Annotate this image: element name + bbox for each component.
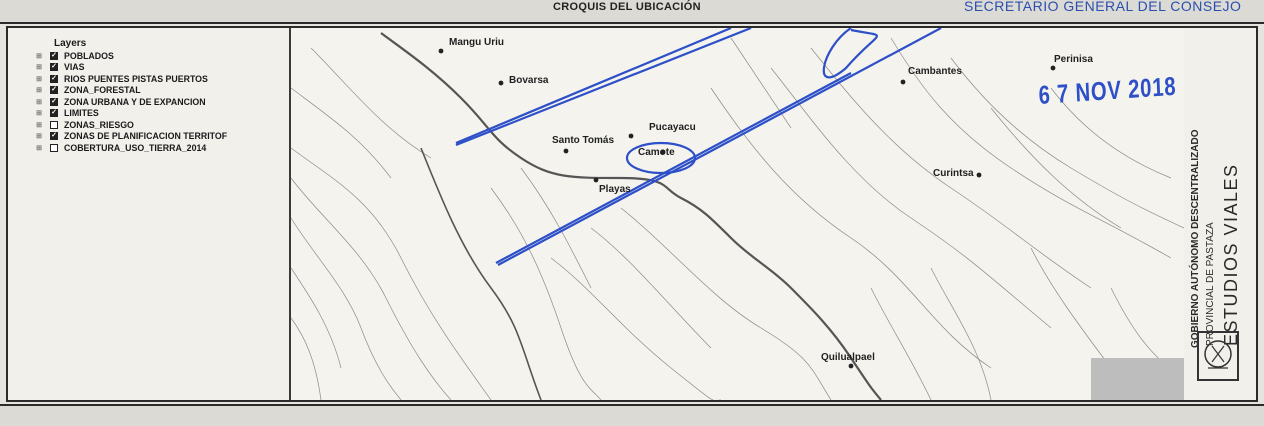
legend-item[interactable]: ⊞ ✓ RIOS PUENTES PISTAS PUERTOS: [34, 73, 290, 85]
layers-legend: Layers ⊞ ✓ POBLADOS ⊞ ✓ VIAS ⊞ ✓ RIOS PUENTES PI…: [34, 38, 290, 154]
legend-item[interactable]: ⊞ ✓ ZONA_FORESTAL: [34, 85, 290, 97]
settlement-markers: [438, 48, 1056, 369]
place-label-perinisa: Perinisa: [1054, 54, 1093, 65]
legend-item[interactable]: ⊞ ✓ VIAS: [34, 62, 290, 74]
expand-icon[interactable]: ⊞: [36, 75, 42, 83]
place-label-camote: Camote: [638, 147, 675, 158]
layer-label: POBLADOS: [64, 50, 114, 61]
place-label-bovarsa: Bovarsa: [509, 75, 549, 86]
seal-emblem: [1197, 331, 1239, 381]
layer-label: VIAS: [64, 62, 85, 73]
legend-item[interactable]: ⊞ COBERTURA_USO_TIERRA_2014: [34, 142, 290, 154]
expand-icon[interactable]: ⊞: [36, 144, 42, 152]
official-stamp: GOBIERNO AUTÓNOMO DESCENTRALIZADO PROVIN…: [1184, 28, 1258, 400]
layer-label: RIOS PUENTES PISTAS PUERTOS: [64, 73, 208, 84]
layer-label: ZONA_FORESTAL: [64, 85, 141, 96]
legend-item[interactable]: ⊞ ✓ LIMITES: [34, 108, 290, 120]
place-label-playas: Playas: [599, 184, 631, 195]
legend-item[interactable]: ⊞ ✓ ZONA URBANA Y DE EXPANCION: [34, 96, 290, 108]
layer-label: ZONA URBANA Y DE EXPANCION: [64, 96, 206, 107]
expand-icon[interactable]: ⊞: [36, 52, 42, 60]
legend-title: Layers: [54, 38, 87, 49]
place-labels: Mangu Uriu Bovarsa Santo Tomás Pucayacu …: [449, 37, 1093, 363]
stamp-line-1: GOBIERNO AUTÓNOMO DESCENTRALIZADO: [1190, 129, 1201, 348]
expand-icon[interactable]: ⊞: [36, 64, 42, 72]
legend-divider: [289, 28, 291, 400]
legend-item[interactable]: ⊞ ✓ ZONAS DE PLANIFICACION TERRITOF: [34, 131, 290, 143]
stamp-line-3: ESTUDIOS VIALES: [1221, 163, 1241, 346]
contour-lines: [291, 37, 1184, 400]
layer-label: LIMITES: [64, 108, 99, 119]
layer-checkbox[interactable]: [50, 120, 58, 129]
expand-icon[interactable]: ⊞: [36, 87, 42, 95]
map-background: [291, 28, 1184, 400]
layer-checkbox[interactable]: ✓: [50, 132, 58, 141]
layer-checkbox[interactable]: ✓: [50, 63, 58, 72]
main-river: [380, 32, 882, 400]
layer-checkbox[interactable]: ✓: [50, 97, 58, 106]
header-bar: CROQUIS DEL UBICACIÓN SECRETARIO GENERAL…: [0, 0, 1264, 24]
signature-caption: SECRETARIO GENERAL DEL CONSEJO: [964, 0, 1242, 14]
map-corner-patch: [1091, 358, 1184, 400]
pen-annotations: [455, 28, 942, 266]
secondary-river: [420, 147, 542, 400]
place-label-quilualpael: Quilualpael: [821, 352, 875, 363]
expand-icon[interactable]: ⊞: [36, 110, 42, 118]
place-label-curintsa: Curintsa: [933, 168, 974, 179]
footer-bar: [0, 404, 1264, 426]
layer-label: COBERTURA_USO_TIERRA_2014: [64, 142, 207, 153]
legend-list: ⊞ ✓ POBLADOS ⊞ ✓ VIAS ⊞ ✓ RIOS PUENTES PISTAS PU…: [34, 50, 290, 154]
place-label-santo-tomas: Santo Tomás: [552, 135, 614, 146]
place-label-cambantes: Cambantes: [908, 66, 962, 77]
legend-item[interactable]: ⊞ ✓ POBLADOS: [34, 50, 290, 62]
layer-checkbox[interactable]: [50, 143, 58, 152]
stamp-line-2: PROVINCIAL DE PASTAZA: [1205, 222, 1216, 346]
layer-checkbox[interactable]: ✓: [50, 74, 58, 83]
expand-icon[interactable]: ⊞: [36, 121, 42, 129]
layer-label: ZONAS_RIESGO: [64, 119, 134, 130]
expand-icon[interactable]: ⊞: [36, 98, 42, 106]
place-label-pucayacu: Pucayacu: [649, 122, 696, 133]
layer-checkbox[interactable]: ✓: [50, 51, 58, 60]
map-title: CROQUIS DEL UBICACIÓN: [553, 1, 701, 13]
layer-label: ZONAS DE PLANIFICACION TERRITOF: [64, 131, 228, 142]
layer-checkbox[interactable]: ✓: [50, 109, 58, 118]
expand-icon[interactable]: ⊞: [36, 133, 42, 141]
legend-item[interactable]: ⊞ ZONAS_RIESGO: [34, 119, 290, 131]
location-map: Mangu Uriu Bovarsa Santo Tomás Pucayacu …: [291, 28, 1184, 400]
place-label-mangu-uriu: Mangu Uriu: [449, 37, 504, 48]
layer-checkbox[interactable]: ✓: [50, 86, 58, 95]
